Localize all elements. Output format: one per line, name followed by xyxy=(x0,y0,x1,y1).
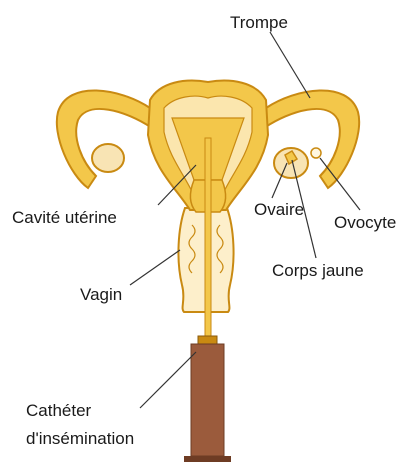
catheter-plunger xyxy=(184,456,231,462)
label-catheter-line1: Cathéter xyxy=(26,401,92,420)
leader-trompe xyxy=(270,32,310,98)
label-cavite-uterine: Cavité utérine xyxy=(12,208,117,227)
ovocyte-cell xyxy=(311,148,321,158)
leader-vagin xyxy=(130,250,180,285)
catheter-body xyxy=(198,336,217,344)
catheter-syringe xyxy=(191,344,224,456)
left-ovary xyxy=(92,144,124,172)
label-catheter-line2: d'insémination xyxy=(26,429,134,448)
label-ovocyte: Ovocyte xyxy=(334,213,396,232)
label-trompe: Trompe xyxy=(230,13,288,32)
label-ovaire: Ovaire xyxy=(254,200,304,219)
label-vagin: Vagin xyxy=(80,285,122,304)
left-fallopian-tube xyxy=(57,90,152,188)
label-corps-jaune: Corps jaune xyxy=(272,261,364,280)
leader-catheter xyxy=(140,352,196,408)
catheter-tube xyxy=(205,138,211,338)
